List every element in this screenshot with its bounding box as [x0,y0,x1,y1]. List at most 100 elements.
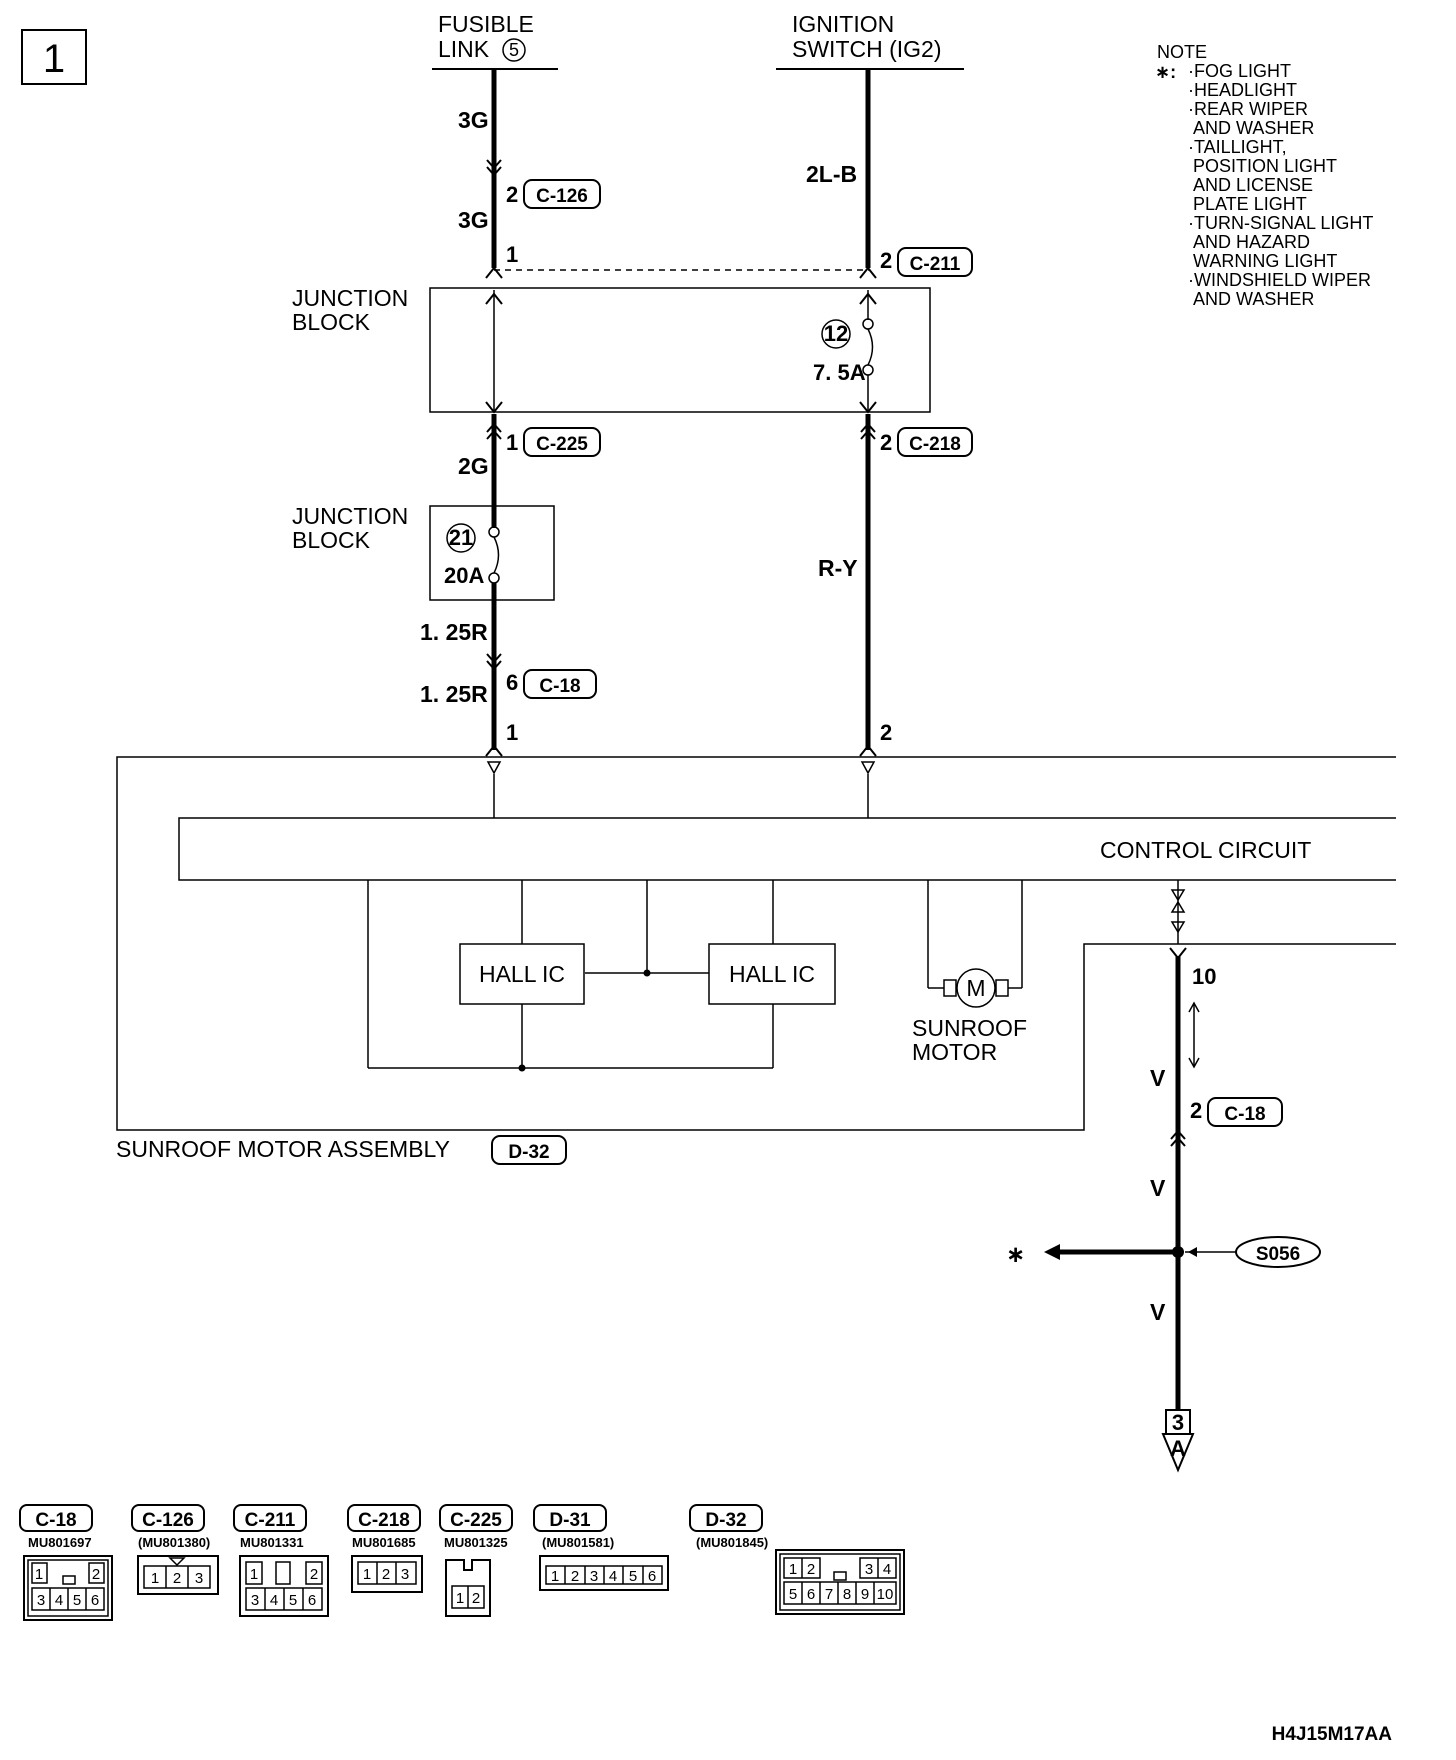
wire-color-v-1: V [1150,1065,1166,1091]
c18-lower-connector: C-18 [1224,1104,1265,1125]
right-branch-wiring: 2L-B 2 C-211 2 C-218 R-Y 2 [806,69,973,757]
d32-pin-2: 2 [880,720,892,745]
c18-connector: C-18 [539,676,580,697]
table-d32-cell: 1 [789,1561,797,1578]
table-d31-cell: 4 [609,1568,617,1585]
wire-color-125r-2: 1. 25R [420,681,488,707]
junction-block-2-label-2: BLOCK [292,527,371,553]
junction-block-1-label-1: JUNCTION [292,285,408,311]
junction-block-1-label-2: BLOCK [292,309,371,335]
table-d31-name: D-31 [549,1510,591,1531]
junction-block-2-label-1: JUNCTION [292,503,408,529]
c18-pin: 6 [506,670,518,695]
table-c211-cell: 6 [308,1592,316,1609]
table-c218-part: MU801685 [352,1535,416,1550]
table-c18-name: C-18 [35,1510,76,1531]
table-c18-cell: 6 [91,1592,99,1609]
table-c211-part: MU801331 [240,1535,304,1550]
fusible-link-number: 5 [509,40,519,60]
table-c18-cell: 2 [92,1566,100,1583]
note-line: WARNING LIGHT [1193,251,1337,271]
page-number-box [21,29,87,85]
fuse-21-number: 21 [449,525,473,550]
table-c126-cell: 2 [173,1570,181,1587]
table-d31-cell: 3 [590,1568,598,1585]
table-c225-part: MU801325 [444,1535,508,1550]
fuse-12-rating: 7. 5A [813,360,866,385]
fusible-link-label-2: LINK [438,36,490,62]
table-c211-cell: 1 [250,1566,258,1583]
table-c211-cell: 5 [289,1592,297,1609]
wire-color-2g: 2G [458,453,489,479]
note-marker: ∗: [1155,62,1176,82]
table-c218-cell: 1 [363,1566,371,1583]
fusible-link-label-1: FUSIBLE [438,11,534,37]
fuse-21-rating: 20A [444,563,484,588]
d32-pin-10: 10 [1192,964,1216,989]
ignition-switch-label-1: IGNITION [792,11,894,37]
note-line: ·TAILLIGHT, [1188,137,1287,157]
fuse-12-number: 12 [824,321,848,346]
table-d31-part: (MU801581) [542,1535,614,1550]
table-c18-part: MU801697 [28,1535,92,1550]
c211-pin: 2 [880,248,892,273]
note-line: AND WASHER [1193,118,1314,138]
junction-block-1: JUNCTION BLOCK 12 7. 5A [292,285,931,413]
table-c126-cell: 3 [195,1570,203,1587]
table-c18-cell: 4 [55,1592,63,1609]
table-c18-cell: 5 [73,1592,81,1609]
note-line: ·HEADLIGHT [1188,80,1297,100]
hall-ic-network: HALL IC HALL IC [367,880,836,1072]
wire-color-3g: 3G [458,107,489,133]
table-d32-name: D-32 [705,1510,746,1531]
table-c225-cell: 2 [472,1590,480,1607]
junction-block-2: JUNCTION BLOCK 21 20A [292,503,555,601]
ignition-switch-label-2: SWITCH (IG2) [792,36,942,62]
table-d31-cell: 5 [629,1568,637,1585]
sunroof-motor-assembly: SUNROOF MOTOR ASSEMBLY D-32 [116,756,1396,1165]
c225-pin: 1 [506,430,518,455]
wire-color-2lb: 2L-B [806,161,857,187]
table-d32-cell: 5 [789,1586,797,1603]
output-branch-wiring: 10 V 2 C-18 V ∗ S056 V 3 A [1006,880,1321,1473]
table-d32-cell: 4 [883,1561,891,1578]
note-line: ·FOG LIGHT [1188,61,1291,81]
table-c211-cell: 3 [251,1592,259,1609]
fusible-link-source: FUSIBLE LINK 5 [432,11,558,70]
table-d32-cell: 9 [861,1586,869,1603]
continuation-point: A [1170,1436,1186,1461]
table-d32-cell: 10 [877,1586,894,1603]
table-d32-cell: 3 [865,1561,873,1578]
hall-ic-right: HALL IC [729,961,815,987]
c126-pin: 2 [506,182,518,207]
splice-label: S056 [1256,1244,1300,1265]
table-d32-part: (MU801845) [696,1535,768,1550]
ignition-switch-source: IGNITION SWITCH (IG2) [776,11,964,70]
connector-table: C-18 MU801697 1 2 3 4 5 6 C-126 (MU80138… [19,1504,905,1621]
sunroof-motor: M SUNROOF MOTOR [912,880,1027,1065]
table-c225-cell: 1 [456,1590,464,1607]
table-c18-cell: 1 [35,1566,43,1583]
table-c18-cell: 3 [37,1592,45,1609]
note-line: ·REAR WIPER [1188,99,1308,119]
table-c126-name: C-126 [142,1510,194,1531]
wire-color-3g-2: 3G [458,207,489,233]
table-d32-cell: 2 [807,1561,815,1578]
wire-color-ry: R-Y [818,555,858,581]
note-block: NOTE ∗: ·FOG LIGHT ·HEADLIGHT ·REAR WIPE… [1155,42,1373,309]
table-c211-cell: 4 [270,1592,278,1609]
continuation-page: 3 [1172,1410,1184,1435]
table-d31-cell: 1 [551,1568,559,1585]
motor-label-2: MOTOR [912,1039,997,1065]
wire-color-v-3: V [1150,1299,1166,1325]
c18-lower-pin: 2 [1190,1098,1202,1123]
d32-pin-1: 1 [506,720,518,745]
note-line: ·TURN-SIGNAL LIGHT [1188,213,1373,233]
note-line: AND LICENSE [1193,175,1313,195]
table-c225-name: C-225 [450,1510,502,1531]
left-branch-wiring: 3G 2 C-126 3G 1 1 C-225 2G 1. 25R 6 C-18… [420,69,870,757]
table-d31-cell: 6 [648,1568,656,1585]
table-c218-cell: 2 [382,1566,390,1583]
table-c218-cell: 3 [401,1566,409,1583]
page-number: 1 [43,37,65,81]
